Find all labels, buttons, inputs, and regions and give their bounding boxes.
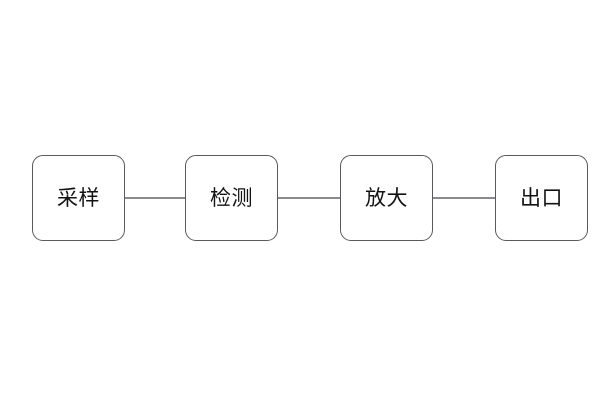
flow-node-label: 出口 (520, 185, 563, 210)
flow-node-sampling[interactable]: 采样 (32, 155, 125, 241)
flow-node-outlet[interactable]: 出口 (495, 155, 588, 241)
flow-connector-3 (433, 197, 495, 199)
flow-node-label: 采样 (57, 185, 100, 210)
flow-connector-2 (278, 197, 340, 199)
flow-node-detection[interactable]: 检测 (185, 155, 278, 241)
flow-node-amplification[interactable]: 放大 (340, 155, 433, 241)
flow-node-label: 放大 (365, 185, 408, 210)
flowchart: 采样 检测 放大 出口 (0, 155, 600, 241)
flow-node-label: 检测 (210, 185, 253, 210)
flow-connector-1 (125, 197, 185, 199)
